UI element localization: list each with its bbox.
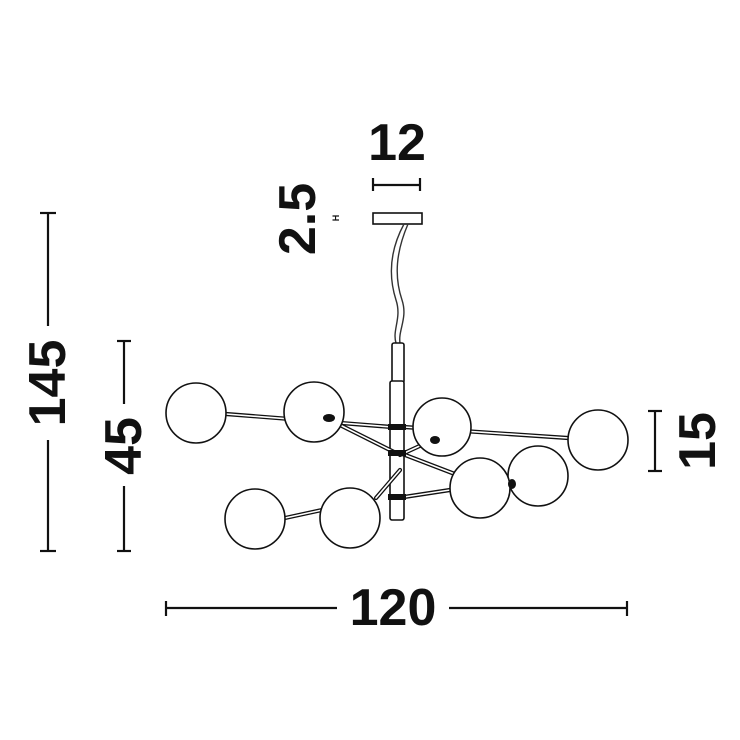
upper-stem <box>391 342 405 384</box>
total-height-label: 145 <box>19 340 77 427</box>
stem-joint-1 <box>388 424 406 430</box>
globe-height-dimension: 15 <box>648 409 727 473</box>
socket-cap-2 <box>430 436 440 444</box>
globe-mid-center <box>449 457 511 519</box>
ceiling-canopy <box>372 212 423 225</box>
globe-height-label: 15 <box>669 412 727 470</box>
suspension-cable-2 <box>396 223 409 344</box>
globe-upper-center <box>412 397 472 457</box>
canopy-height-unit-mark: H <box>331 215 341 222</box>
canopy-width-label: 12 <box>368 114 426 172</box>
total-height-dimension: 145 <box>19 211 77 553</box>
stem-joint-3 <box>388 494 406 500</box>
width-dimension: 120 <box>164 579 629 637</box>
canopy-width-dimension: 12 <box>368 114 426 191</box>
globe-lower-center <box>319 487 381 549</box>
globe-mid-right <box>507 445 569 507</box>
globe-upper-far-right <box>567 409 629 471</box>
width-label: 120 <box>350 579 437 637</box>
body-height-dimension: 45 <box>95 339 153 553</box>
arm-mid-right <box>397 450 463 479</box>
socket-cap-3 <box>508 479 516 489</box>
stem-joint-2 <box>388 450 406 456</box>
canopy-height-dimension: 2.5 H <box>269 183 341 255</box>
globe-upper-left <box>283 381 345 443</box>
arm-lower-right <box>401 487 453 500</box>
globe-lower-left <box>224 488 286 550</box>
canopy-height-label: 2.5 <box>269 183 327 255</box>
arm-lower-center <box>373 467 403 501</box>
suspension-cable-1 <box>390 223 405 344</box>
chandelier-illustration <box>165 212 629 550</box>
socket-cap-1 <box>323 414 335 422</box>
globe-upper-far-left <box>165 382 227 444</box>
body-height-label: 45 <box>95 417 153 475</box>
arm-lower-left <box>282 507 325 521</box>
